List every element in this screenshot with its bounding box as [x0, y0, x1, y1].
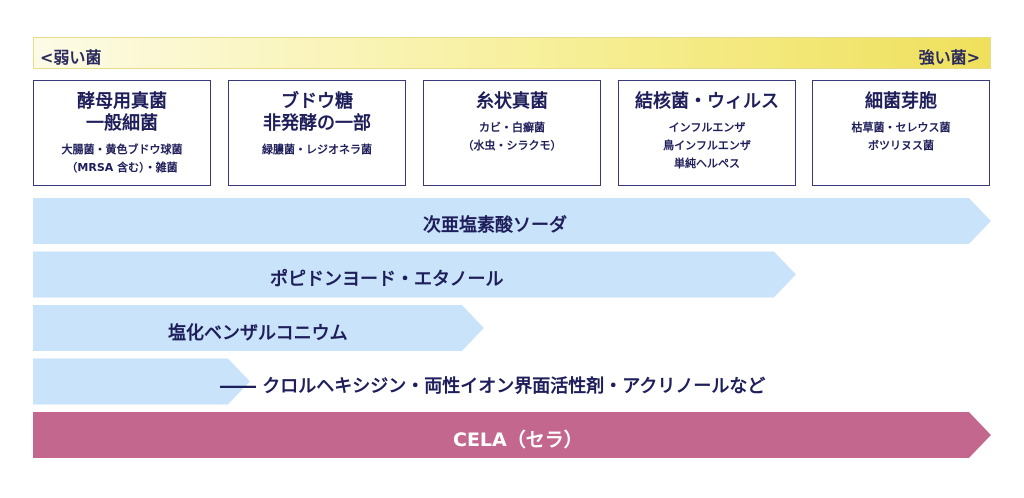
arrow-label-benzalkonium-chloride: 塩化ベンザルコニウム	[168, 323, 348, 344]
microbe-title: 結核菌・ウィルス	[635, 91, 779, 112]
microbe-title: 糸状真菌	[476, 91, 548, 112]
arrow-cela	[33, 412, 991, 458]
microbe-box-filamentous-fungi: 糸状真菌 カビ・白癬菌 （水虫・シラクモ）	[423, 80, 601, 186]
microbe-box-non-fermenting: ブドウ糖 非発酵の一部 緑膿菌・レジオネラ菌	[228, 80, 406, 186]
arrow-chlorhexidine-etc	[33, 358, 250, 405]
arrow-label-cela: CELA（セラ）	[453, 429, 583, 451]
microbe-detail: インフルエンザ 鳥インフルエンザ 単純ヘルペス	[663, 121, 751, 170]
microbe-title: 酵母用真菌 一般細菌	[77, 91, 167, 134]
microbe-box-spores: 細菌芽胞 枯草菌・セレウス菌 ボツリヌス菌	[812, 80, 990, 186]
microbe-title: 細菌芽胞	[865, 91, 937, 112]
arrow-label-povidone-iodine-ethanol: ポピドンヨード・エタノール	[270, 269, 504, 290]
scale-weak-label: <弱い菌	[40, 48, 102, 67]
arrow-label-sodium-hypochlorite: 次亜塩素酸ソーダ	[423, 215, 567, 236]
microbe-title: ブドウ糖 非発酵の一部	[263, 91, 371, 134]
scale-strong-label: 強い菌>	[918, 48, 980, 67]
microbe-detail: 枯草菌・セレウス菌 ボツリヌス菌	[851, 121, 951, 152]
arrow-povidone-iodine-ethanol	[33, 251, 796, 298]
microbe-detail: 緑膿菌・レジオネラ菌	[262, 143, 372, 156]
arrow-sodium-hypochlorite	[33, 198, 991, 244]
strength-scale-bar: <弱い菌 強い菌>	[33, 37, 991, 69]
microbe-box-tuberculosis-virus: 結核菌・ウィルス インフルエンザ 鳥インフルエンザ 単純ヘルペス	[618, 80, 796, 186]
microbe-box-general-bacteria: 酵母用真菌 一般細菌 大腸菌・黄色ブドウ球菌 （MRSA 含む）・雑菌	[33, 80, 211, 186]
arrow-benzalkonium-chloride	[33, 305, 484, 351]
microbe-detail: 大腸菌・黄色ブドウ球菌 （MRSA 含む）・雑菌	[61, 143, 183, 174]
arrow-label-chlorhexidine-etc: ―― クロルヘキシジン・両性イオン界面活性剤・アクリノールなど	[220, 376, 766, 397]
microbe-detail: カビ・白癬菌 （水虫・シラクモ）	[462, 121, 562, 152]
